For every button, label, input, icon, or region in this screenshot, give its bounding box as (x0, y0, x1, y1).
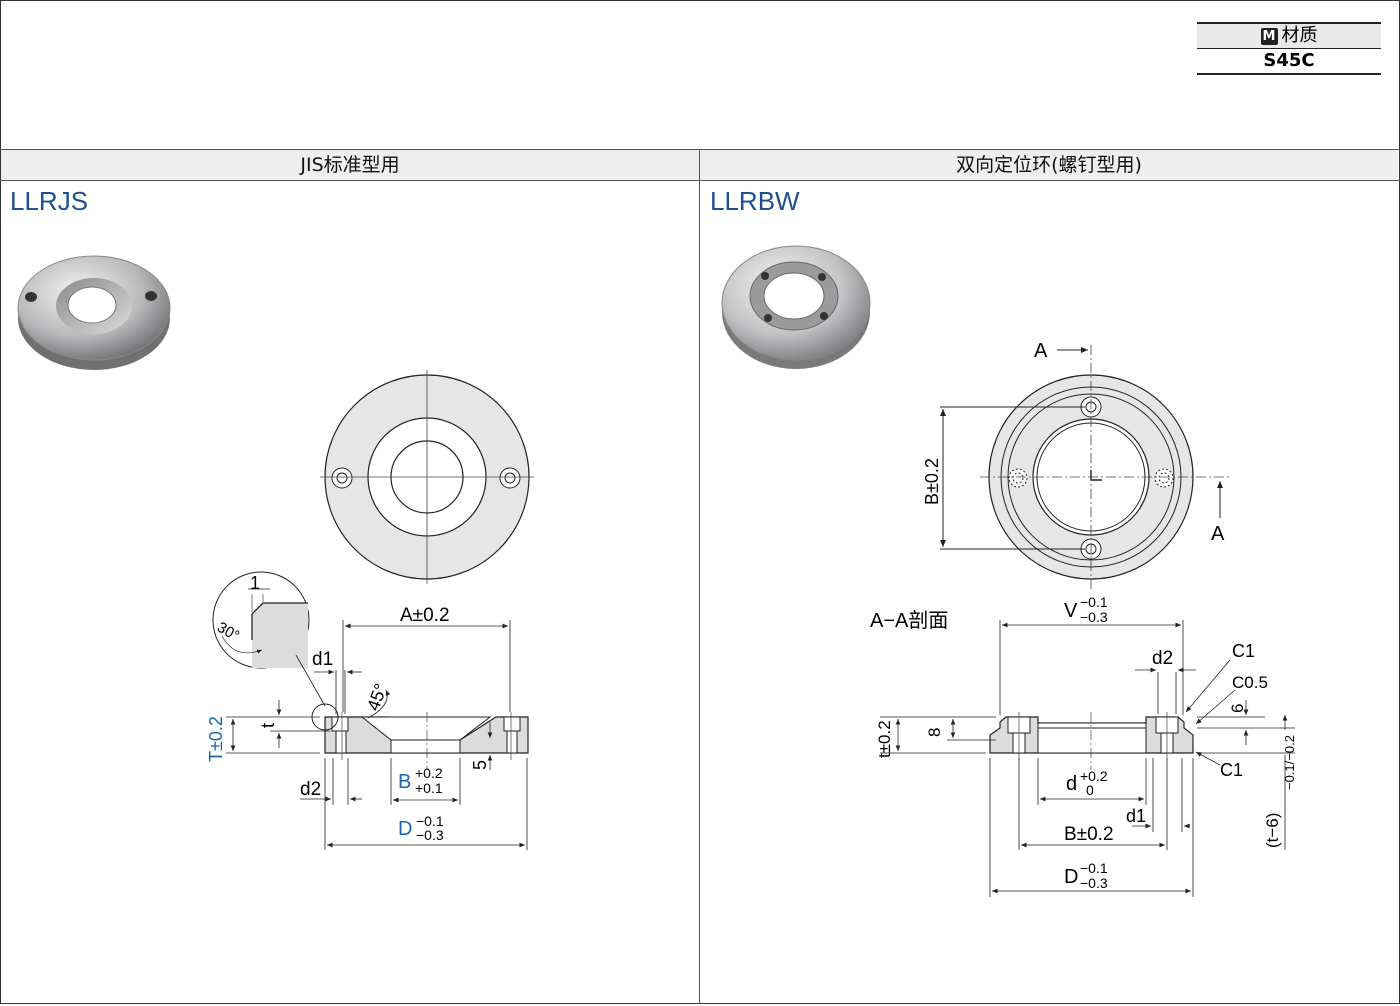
llrbw-section-view (989, 712, 1194, 770)
dim-45: 45° (363, 681, 391, 713)
dim-d-tol-upper: +0.2 (1080, 768, 1108, 784)
dim-C1-bottom: C1 (1220, 760, 1243, 780)
hole-icon (145, 291, 157, 301)
column-header-left: JIS标准型用 (1, 150, 699, 180)
material-value: S45C (1197, 49, 1381, 75)
material-icon: M (1260, 28, 1278, 45)
dim-B-right: B±0.2 (1064, 824, 1114, 845)
header-top-rule (0, 149, 1400, 150)
hole-icon (820, 312, 828, 320)
dim-V-tol-upper: −0.1 (1080, 594, 1108, 610)
dim-V-tol-lower: −0.3 (1080, 609, 1108, 625)
llrjs-drawing: 1 30° A±0.2 D −0.1 −0.3 B +0.2 +0.1 d2 (17, 255, 534, 850)
llrbw-drawing: A A B±0.2 A−A剖面 (721, 245, 1297, 897)
dim-t-right: t±0.2 (875, 720, 894, 758)
dim-B-tol-lower: +0.1 (415, 780, 443, 796)
dim-D-tol-upper: −0.1 (416, 813, 444, 829)
dim-D: D (398, 818, 412, 840)
llrjs-section-view (324, 712, 529, 770)
dim-B-tol-upper: +0.2 (415, 765, 443, 781)
dim-d1-right: d1 (1126, 806, 1146, 826)
dim-8: 8 (925, 728, 944, 737)
hole-icon (761, 272, 769, 280)
dim-B: B (398, 771, 411, 793)
dim-D-right-tol-lower: −0.3 (1080, 875, 1108, 891)
header-bottom-rule (0, 180, 1400, 181)
model-name-llrbw: LLRBW (710, 186, 800, 216)
llrjs-chamfer-detail (212, 571, 339, 731)
dim-D-right: D (1064, 866, 1078, 888)
llrbw-dimension-lines (880, 620, 1295, 897)
dim-A: A±0.2 (400, 605, 450, 626)
dim-t6-tol: −0.1/−0.2 (1282, 735, 1297, 790)
dim-d-tol-lower: 0 (1086, 782, 1094, 798)
dim-d2: d2 (300, 779, 321, 800)
column-header-right: 双向定位环(螺钉型用) (700, 150, 1398, 180)
dim-6: 6 (1228, 704, 1247, 713)
dim-C05: C0.5 (1232, 673, 1268, 692)
dim-t: t (258, 723, 278, 728)
dim-V: V (1064, 600, 1078, 622)
hole-icon (25, 292, 37, 302)
llrbw-photo (721, 245, 871, 369)
model-name-llrjs: LLRJS (10, 186, 89, 216)
dim-D-tol-lower: −0.3 (416, 827, 444, 843)
llrjs-top-view (320, 370, 534, 584)
arrow-A-right: A (1211, 523, 1225, 545)
dim-T: T±0.2 (206, 716, 226, 762)
dim-d1: d1 (312, 649, 333, 670)
dim-5: 5 (470, 760, 490, 770)
hole-icon (764, 314, 772, 322)
dim-C1-top: C1 (1232, 641, 1255, 661)
material-label: 材质 (1281, 25, 1318, 46)
dim-t6: (t−6) (1263, 813, 1282, 848)
arrow-A-top: A (1034, 340, 1048, 362)
detail-1-label: 1 (250, 573, 260, 593)
dim-D-right-tol-upper: −0.1 (1080, 860, 1108, 876)
dim-B-vertical: B±0.2 (922, 458, 942, 505)
column-divider (699, 149, 700, 1004)
section-arrows (940, 347, 1223, 550)
dim-d-right: d (1066, 773, 1077, 795)
hole-icon (818, 273, 826, 281)
section-label: A−A剖面 (870, 609, 948, 632)
llrjs-dimension-lines (226, 620, 528, 850)
llrbw-top-view (980, 345, 1230, 590)
llrjs-photo (17, 255, 171, 370)
dim-d2-right: d2 (1152, 648, 1173, 669)
